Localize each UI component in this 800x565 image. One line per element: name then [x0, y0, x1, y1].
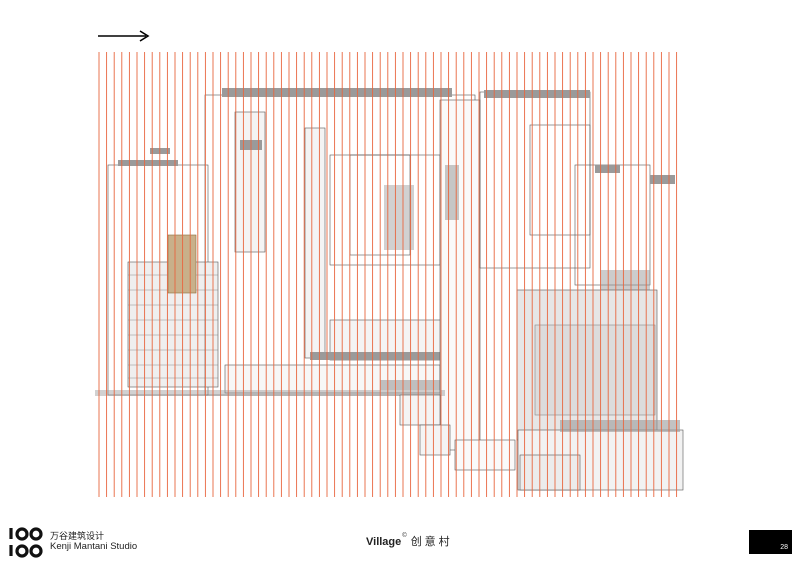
page-number-box: 28: [749, 530, 792, 554]
section-grid-lines: [98, 52, 678, 497]
studio-name-en: Kenji Mantani Studio: [50, 541, 138, 552]
project-title-en: Village: [366, 536, 402, 548]
base-outline: [95, 390, 445, 396]
arrow-right-icon: [98, 30, 150, 42]
stair-accent: [167, 234, 197, 294]
right-block-outline: [479, 91, 591, 269]
page-number: 28: [780, 544, 788, 551]
project-title: Village©创意村: [366, 533, 453, 549]
central-tower: [439, 99, 481, 451]
project-title-cn: 创意村: [410, 535, 453, 548]
studio-logo: [9, 527, 43, 558]
building-massing: [95, 88, 684, 491]
title-mark: ©: [402, 533, 407, 539]
circles-logo-icon: [9, 527, 43, 558]
studio-name-cn: 万谷建筑设计: [50, 532, 105, 542]
